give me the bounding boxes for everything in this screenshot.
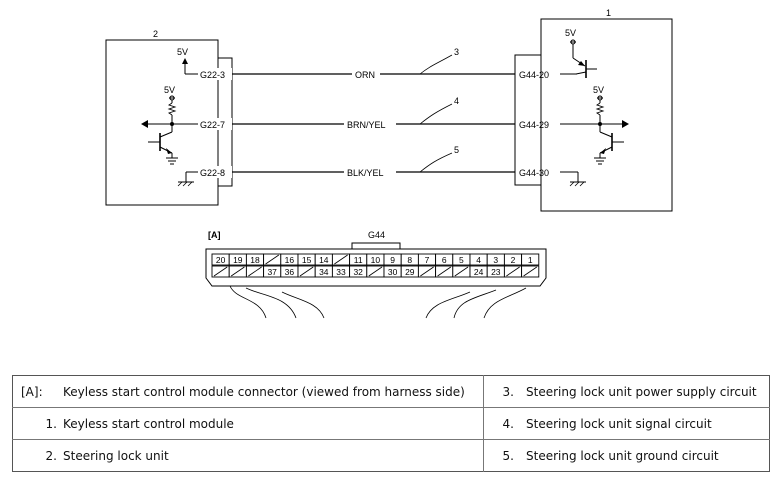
connector-pin-number: 34 xyxy=(319,267,329,277)
legend-text: Steering lock unit xyxy=(63,439,484,472)
connector-empty-cavity xyxy=(454,266,469,277)
legend-row: 2. Steering lock unit 5. Steering lock u… xyxy=(13,439,770,472)
connector-pin-number: 3 xyxy=(493,255,498,265)
connector-pin-number: 19 xyxy=(233,255,243,265)
connector-empty-cavity xyxy=(437,266,452,277)
connector-pin-number: 33 xyxy=(336,267,346,277)
right-pullup-resistor xyxy=(595,102,605,116)
connector-pin-number: 11 xyxy=(354,255,363,265)
wire-4-callout-leader xyxy=(419,103,453,125)
legend-key: 5. xyxy=(502,448,514,463)
connector-empty-cavity xyxy=(334,254,348,265)
legend-text: Steering lock unit signal circuit xyxy=(526,407,770,440)
pin-g22-8: G22-8 xyxy=(200,168,225,178)
pin-g44-30: G44-30 xyxy=(519,168,549,178)
g44-connector-strip xyxy=(514,54,542,186)
connector-pin-number: 1 xyxy=(528,255,533,265)
connector-wire-tail xyxy=(245,287,297,319)
connector-wire-tail xyxy=(453,289,497,319)
right-top-5v-label: 5V xyxy=(565,28,576,38)
connector-wire-tail xyxy=(281,291,325,319)
connector-lock-tab xyxy=(351,242,401,250)
connector-pin-number: 9 xyxy=(390,255,395,265)
connector-pin-number: 32 xyxy=(353,267,363,277)
wire-4-color: BRN/YEL xyxy=(347,120,386,130)
left-signal-arrow xyxy=(141,120,148,128)
connector-pin-number: 6 xyxy=(442,255,447,265)
connector-pin-number: 36 xyxy=(285,267,295,277)
keyless-module-box xyxy=(540,18,673,212)
left-top-5v-label: 5V xyxy=(177,47,188,57)
pin-g44-20: G44-20 xyxy=(519,70,549,80)
connector-pin-number: 20 xyxy=(216,255,226,265)
connector-pin-number: 18 xyxy=(250,255,260,265)
connector-wire-tail xyxy=(425,291,471,319)
wire-5-number: 5 xyxy=(454,145,459,155)
connector-pin-number: 4 xyxy=(476,255,481,265)
connector-wire-tail xyxy=(483,287,527,319)
unit-1-number: 1 xyxy=(606,8,611,18)
unit-2-number: 2 xyxy=(153,29,158,39)
legend-text: Keyless start control module connector (… xyxy=(63,375,484,408)
left-top-5v-arrow xyxy=(182,58,188,64)
legend-key: [A]: xyxy=(12,375,63,408)
connector-empty-cavity xyxy=(265,254,280,265)
legend-text: Steering lock unit ground circuit xyxy=(526,448,719,463)
connector-pin-number: 16 xyxy=(285,255,295,265)
connector-pin-number: 29 xyxy=(405,267,415,277)
connector-empty-cavity xyxy=(230,266,245,277)
pin-g22-3: G22-3 xyxy=(200,70,225,80)
right-mid-5v-label: 5V xyxy=(593,85,604,95)
connector-pin-number: 24 xyxy=(474,267,484,277)
connector-pin-number: 15 xyxy=(302,255,312,265)
wire-3-callout-leader xyxy=(419,54,453,75)
connector-empty-cavity xyxy=(506,266,520,277)
wire-3-number: 3 xyxy=(454,47,459,57)
legend-row: [A]: Keyless start control module connec… xyxy=(12,375,770,408)
connector-empty-cavity xyxy=(523,266,538,277)
pin-g44-29: G44-29 xyxy=(519,120,549,130)
connector-callout: [A] xyxy=(208,230,221,240)
legend-table: [A]: Keyless start control module connec… xyxy=(12,375,770,472)
connector-pin-number: 7 xyxy=(425,255,430,265)
connector-wire-tail xyxy=(229,285,267,319)
wiring-diagram: 2 1 ORN BRN/YEL BLK/YEL 3 4 5 G22-3 G22-… xyxy=(105,8,673,319)
legend-text: Steering lock unit power supply circuit xyxy=(526,375,770,408)
connector-empty-cavity xyxy=(248,266,262,277)
connector-pin-number: 10 xyxy=(371,255,381,265)
legend-key: 4. xyxy=(483,407,526,440)
wire-5-callout-leader xyxy=(419,152,453,173)
pin-g22-7: G22-7 xyxy=(200,120,225,130)
connector-empty-cavity xyxy=(299,266,314,277)
connector-pin-number: 30 xyxy=(388,267,398,277)
wire-4-number: 4 xyxy=(454,96,459,106)
left-mid-5v-label: 5V xyxy=(164,85,175,95)
connector-empty-cavity xyxy=(213,266,228,277)
wire-3-color: ORN xyxy=(355,70,375,80)
connector-pin-number: 37 xyxy=(267,267,277,277)
legend-key: 2. xyxy=(45,448,57,463)
connector-pin-number: 14 xyxy=(319,255,329,265)
connector-empty-cavity xyxy=(420,266,434,277)
legend-key: 1. xyxy=(12,407,63,440)
legend-row: 1. Keyless start control module 4. Steer… xyxy=(12,407,770,440)
wire-5-color: BLK/YEL xyxy=(347,168,384,178)
connector-housing xyxy=(205,248,547,287)
legend-text: Keyless start control module xyxy=(63,407,484,440)
right-signal-arrow xyxy=(622,120,629,128)
connector-empty-cavity xyxy=(368,266,383,277)
connector-pin-number: 8 xyxy=(407,255,412,265)
legend-key: 3. xyxy=(483,375,526,408)
connector-pin-number: 2 xyxy=(511,255,516,265)
connector-name: G44 xyxy=(368,230,385,240)
connector-pin-cell xyxy=(521,253,540,266)
connector-pin-number: 5 xyxy=(459,255,464,265)
left-pullup-resistor xyxy=(167,102,177,116)
connector-pin-number: 23 xyxy=(491,267,501,277)
